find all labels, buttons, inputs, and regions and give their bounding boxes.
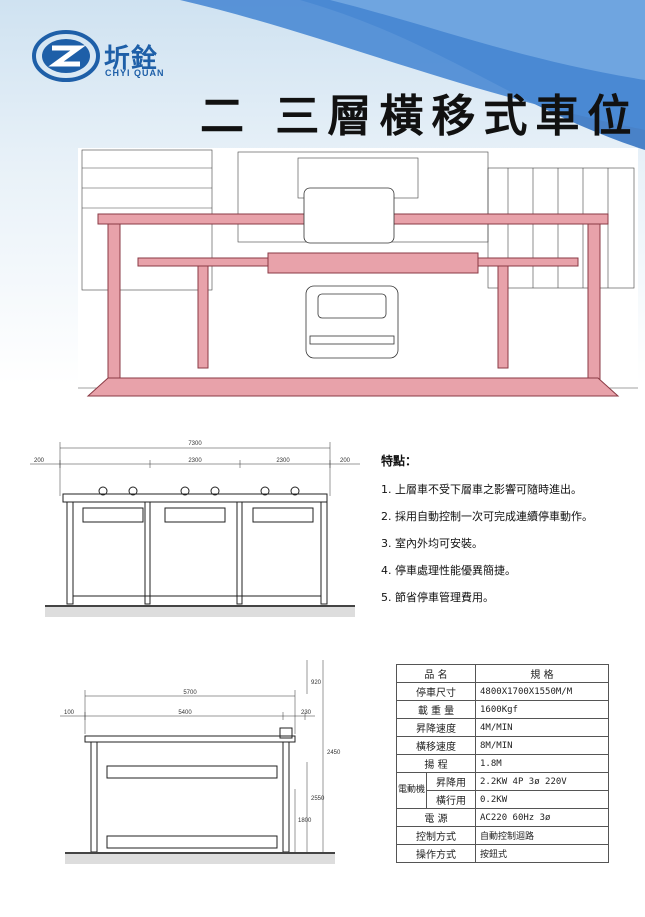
feature-item: 1. 上層車不受下層車之影響可隨時進出。 (381, 483, 582, 496)
spec-header-value: 規 格 (475, 664, 610, 683)
dim-left-margin: 100 (64, 710, 75, 716)
features-heading: 特點： (381, 454, 418, 468)
parking-structure-illustration (78, 148, 638, 413)
page-title: 二 三層橫移式車位 (200, 91, 640, 142)
dim-total: 7300 (188, 441, 202, 447)
features-panel: 特點： 1. 上層車不受下層車之影響可隨時進出。 2. 採用自動控制一次可完成連… (381, 452, 641, 616)
feature-item: 2. 採用自動控制一次可完成連續停車動作。 (381, 510, 593, 523)
spec-label: 橫移速度 (395, 736, 477, 755)
brand-logo-icon (32, 30, 100, 82)
spec-value: 按鈕式 (475, 844, 610, 863)
spec-label: 昇降速度 (395, 718, 477, 737)
spec-row: 載 重 量 1600Kgf (395, 700, 610, 719)
spec-row: 電 源 AC220 60Hz 3ø (395, 808, 610, 827)
spec-label: 控制方式 (395, 826, 477, 845)
spec-row: 操作方式 按鈕式 (395, 844, 610, 863)
spec-label: 停車尺寸 (395, 682, 477, 701)
dim-left-margin: 200 (34, 458, 45, 464)
spec-value: 0.2KW (475, 790, 610, 809)
spec-value: 8M/MIN (475, 736, 610, 755)
spec-value: AC220 60Hz 3ø (475, 808, 610, 827)
dim-span-1: 2300 (188, 458, 202, 464)
feature-item: 4. 停車處理性能優異簡捷。 (381, 564, 516, 577)
spec-label: 操作方式 (395, 844, 477, 863)
spec-label: 昇降用 (426, 772, 477, 791)
spec-row: 昇降速度 4M/MIN (395, 718, 610, 737)
spec-row: 揚 程 1.8M (395, 754, 610, 773)
spec-row: 橫行用 0.2KW (397, 790, 610, 809)
dim-right-margin: 230 (301, 710, 312, 716)
dim-span: 5400 (178, 710, 192, 716)
spec-table: 品 名 規 格 停車尺寸 4800X1700X1550M/M 載 重 量 160… (395, 664, 610, 863)
front-elevation-drawing: 7300 200 2300 2300 200 (30, 441, 360, 617)
spec-row: 橫移速度 8M/MIN (395, 736, 610, 755)
spec-value: 2.2KW 4P 3ø 220V (475, 772, 610, 791)
spec-label: 載 重 量 (395, 700, 477, 719)
spec-row: 電動機 昇降用 2.2KW 4P 3ø 220V (395, 772, 610, 809)
spec-label: 電 源 (395, 808, 477, 827)
spec-label: 橫行用 (426, 790, 477, 809)
spec-header-item: 品 名 (395, 664, 477, 683)
spec-row: 停車尺寸 4800X1700X1550M/M (395, 682, 610, 701)
dim-height-mid: 2550 (311, 796, 325, 802)
dim-height-total: 2450 (327, 750, 341, 756)
dim-height-top: 920 (311, 680, 322, 686)
dim-span-2: 2300 (276, 458, 290, 464)
header-wave-decoration (0, 0, 645, 150)
dim-total: 5700 (183, 690, 197, 696)
spec-header-row: 品 名 規 格 (395, 664, 610, 683)
dim-height-low: 1800 (298, 818, 312, 824)
feature-item: 3. 室內外均可安裝。 (381, 537, 483, 550)
side-elevation-drawing: 5700 100 5400 230 2450 920 2550 1800 (60, 660, 341, 864)
spec-value: 1600Kgf (475, 700, 610, 719)
brand-name-cn: 圻銓 (104, 44, 159, 74)
dim-right-margin: 200 (340, 458, 351, 464)
spec-value: 4800X1700X1550M/M (475, 682, 610, 701)
brand-name-en: CHYI QUAN (105, 68, 165, 78)
spec-value: 1.8M (475, 754, 610, 773)
spec-value: 4M/MIN (475, 718, 610, 737)
spec-motor-group: 電動機 (395, 772, 428, 809)
spec-value: 自動控制迴路 (475, 826, 610, 845)
spec-row: 控制方式 自動控制迴路 (395, 826, 610, 845)
feature-item: 5. 節省停車管理費用。 (381, 591, 494, 604)
spec-label: 揚 程 (395, 754, 477, 773)
